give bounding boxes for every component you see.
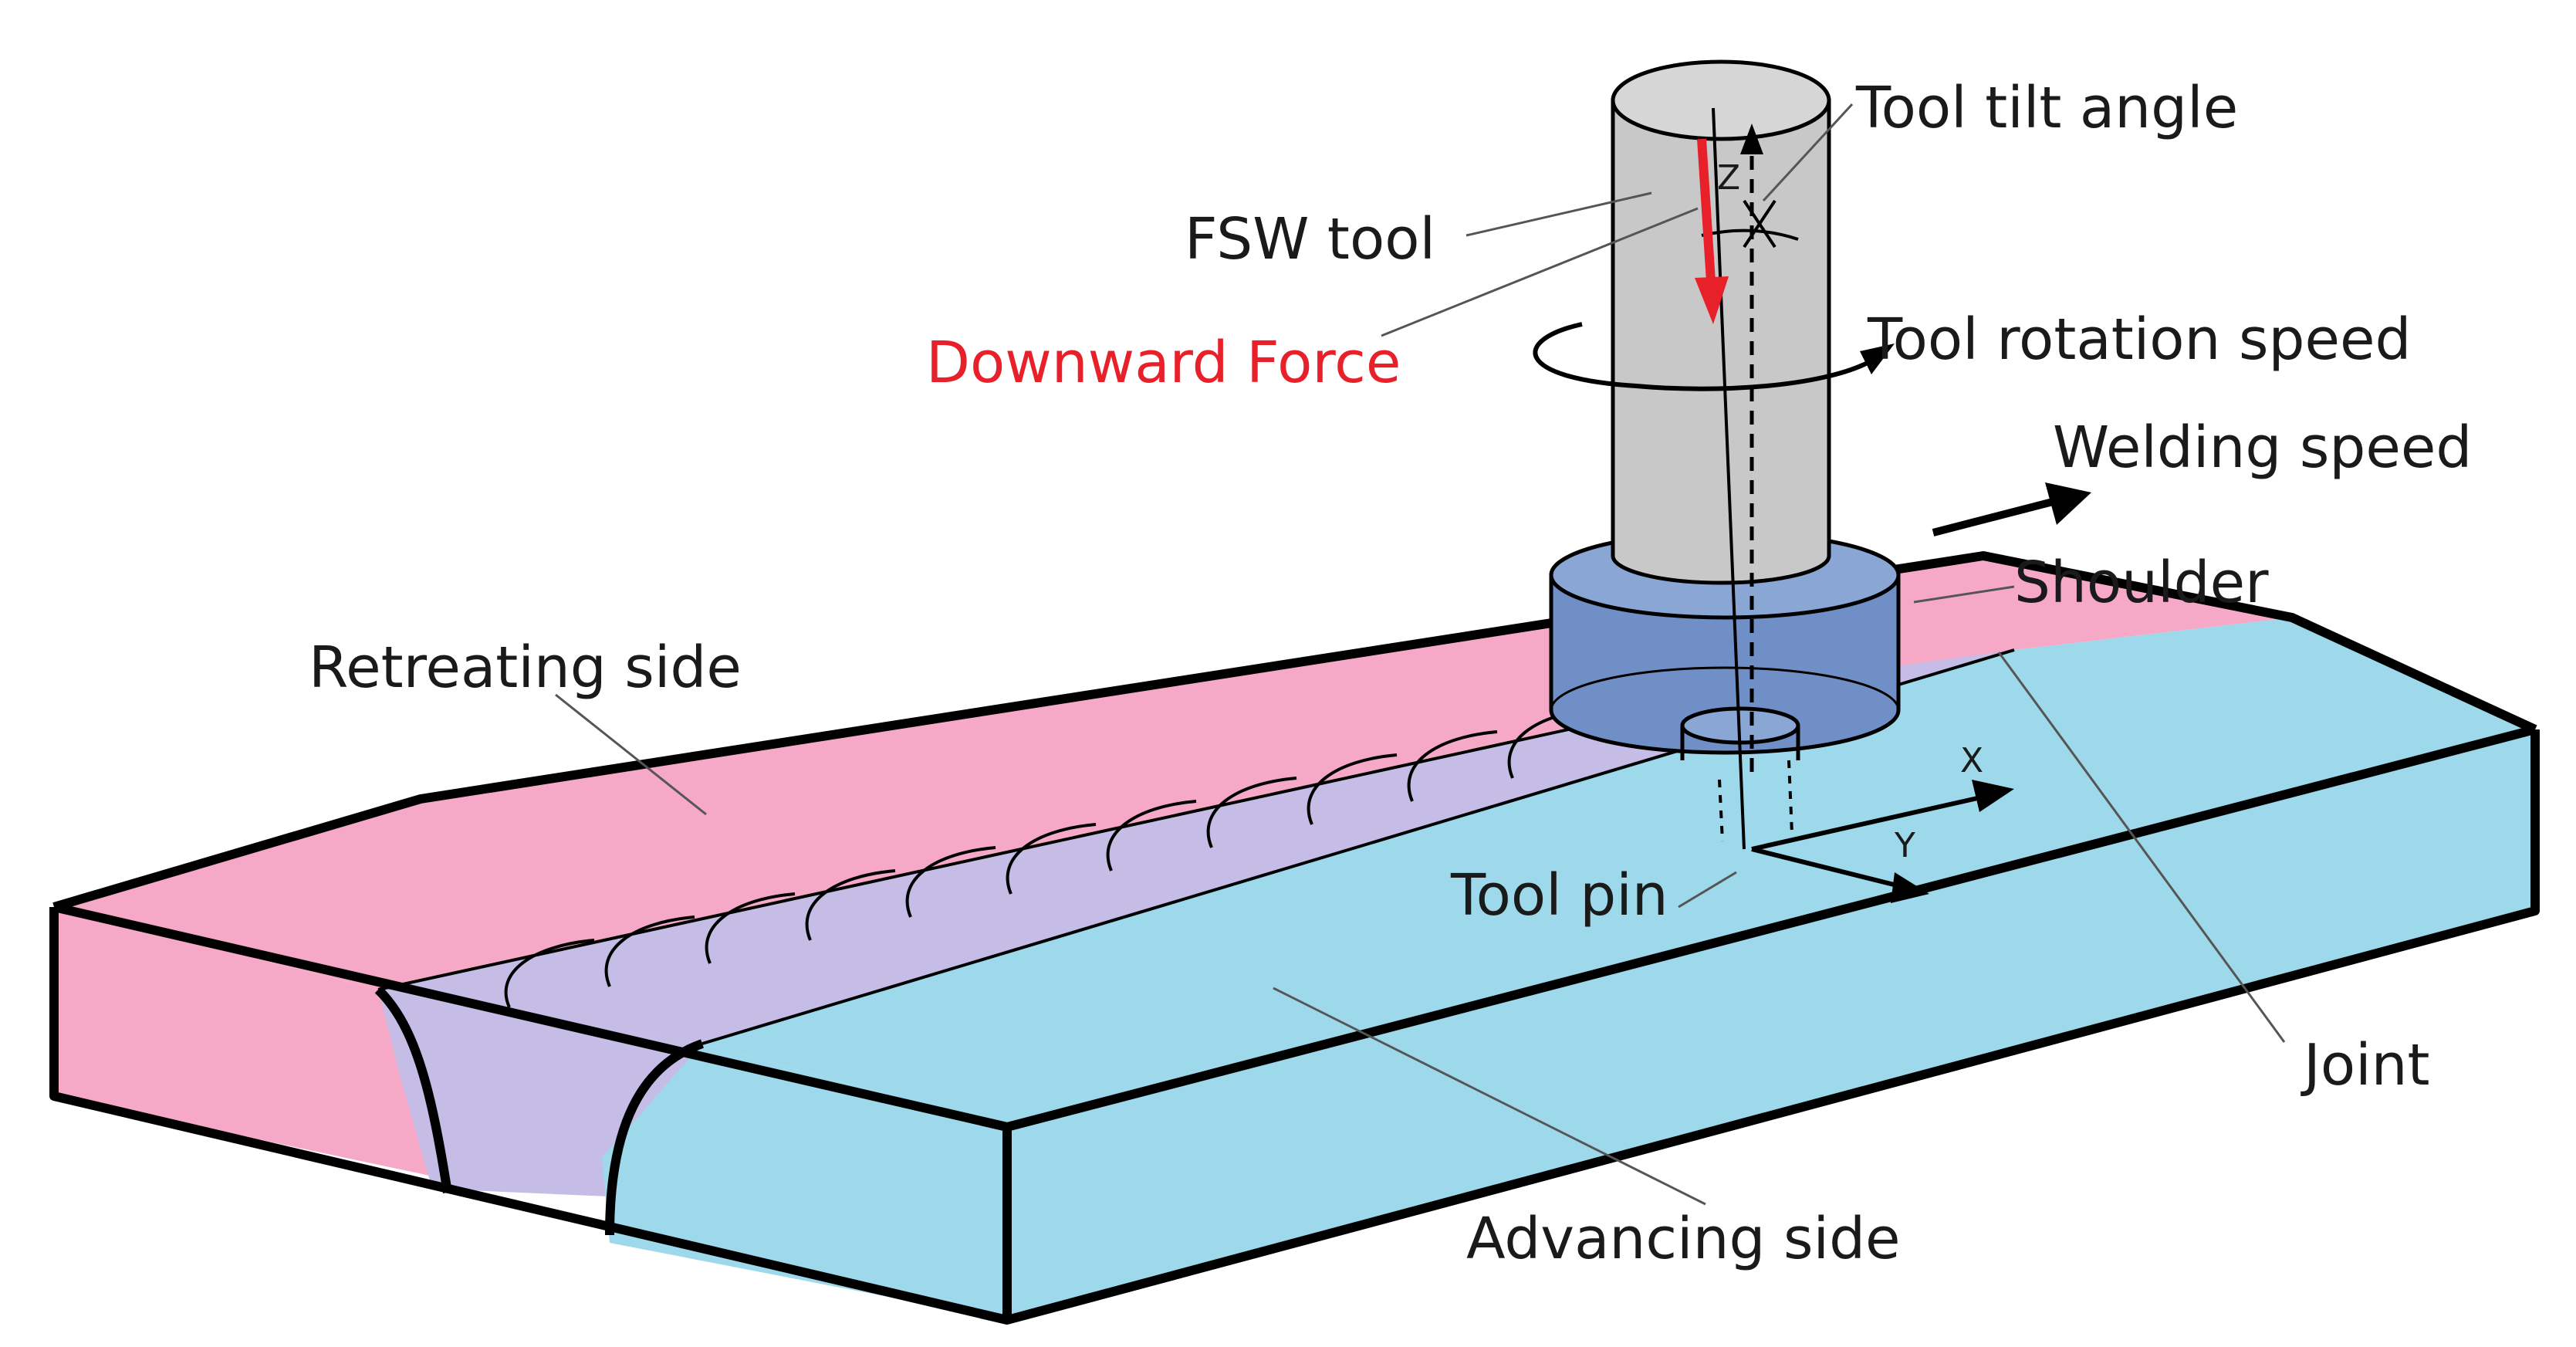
advancing-plate-side (1007, 729, 2535, 1320)
retreating-plate-front (54, 907, 455, 1181)
joint-label: Joint (2300, 1032, 2430, 1098)
downward-force-arrow (1697, 138, 1716, 294)
tool-pin-label: Tool pin (1450, 862, 1668, 929)
axis-z-label: Z (1717, 158, 1740, 198)
workpiece (49, 551, 2540, 1325)
leader-lines (555, 103, 2286, 1206)
weld-ripples (504, 707, 1598, 1008)
tool-tilt-angle-label: Tool tilt angle (1855, 75, 2238, 141)
tool-rotation-speed-label: Tool rotation speed (1867, 306, 2412, 373)
rotation-arrow (1533, 322, 1869, 391)
advancing-plate-top (702, 618, 2535, 1127)
shoulder-label: Shoulder (2014, 550, 2269, 616)
coordinate-axes: X Y Z (1717, 158, 2014, 903)
axis-y-label: Y (1894, 826, 1915, 865)
axis-x-label: X (1960, 741, 1983, 780)
weld-zone-top (378, 650, 2014, 1044)
welding-speed-arrow (1932, 498, 2054, 536)
labels: Tool tilt angle FSW tool Tool rotation s… (309, 75, 2472, 1272)
downward-force-label: Downward Force (926, 330, 1401, 396)
retreating-side-label: Retreating side (309, 635, 742, 701)
welding-speed-label: Welding speed (2053, 415, 2472, 481)
fsw-tool-label: FSW tool (1185, 206, 1435, 272)
advancing-side-label: Advancing side (1466, 1206, 1901, 1272)
